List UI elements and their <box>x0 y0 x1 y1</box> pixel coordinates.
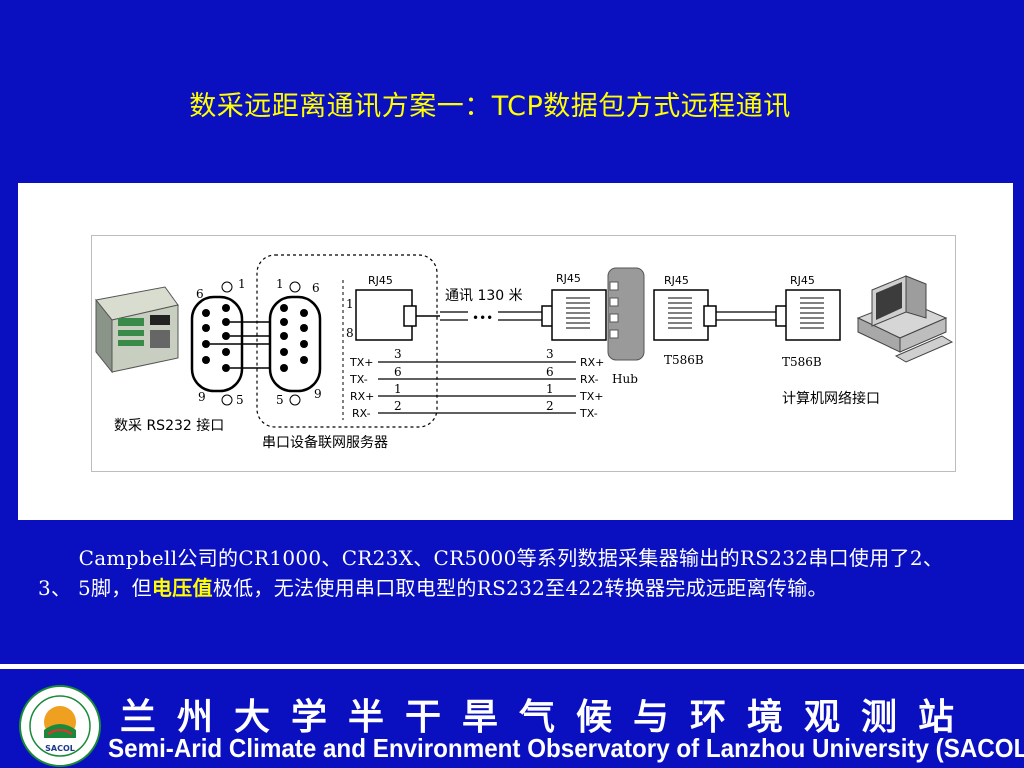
pin-label-5: 5 <box>236 393 244 407</box>
pin-label-5: 5 <box>276 393 284 407</box>
pin-label-6: 6 <box>312 281 320 295</box>
rj45-plug-4 <box>775 289 841 341</box>
wire-number: 1 <box>394 382 402 396</box>
footer <box>0 669 1024 768</box>
description-paragraph: Campbell公司的CR1000、CR23X、CR5000等系列数据采集器输出… <box>38 543 948 603</box>
signal-label-tx-plus: TX+ <box>579 390 603 403</box>
signal-label-rx-minus: RX- <box>580 373 599 386</box>
signal-label-rx-plus: RX+ <box>350 390 374 403</box>
sacol-logo-icon: SACOL <box>19 685 101 767</box>
network-cable-2 <box>716 311 778 321</box>
rj45-pin-8: 8 <box>346 326 354 340</box>
description-part-2: 极低，无法使用串口取电型的RS232至422转换器完成远距离传输。 <box>212 576 828 600</box>
rj45-label: RJ45 <box>664 274 689 287</box>
wire-number: 3 <box>394 347 402 361</box>
footer-english-name: Semi-Arid Climate and Environment Observ… <box>108 733 1024 763</box>
hub-label: Hub <box>612 372 638 386</box>
t586b-label: T586B <box>782 355 822 369</box>
datalogger-icon <box>95 286 179 374</box>
voltage-highlight: 电压值 <box>151 576 213 600</box>
description-part-1: Campbell公司的CR1000、CR23X、CR5000等系列数据采集器输出… <box>38 546 944 600</box>
signal-wires <box>378 361 576 414</box>
computer-icon <box>856 275 954 363</box>
signal-label-rx-plus: RX+ <box>580 356 604 369</box>
rj45-plug-3 <box>653 289 717 341</box>
signal-label-rx-minus: RX- <box>352 407 371 420</box>
rj45-label: RJ45 <box>368 274 393 287</box>
rj45-plug-2 <box>541 289 607 341</box>
db9-connector-right <box>268 281 322 406</box>
hub-icon <box>607 267 645 361</box>
slide-title: 数采远距离通讯方案一：TCP数据包方式远程通讯 <box>189 91 791 122</box>
wire-number: 2 <box>394 399 402 413</box>
footer-divider <box>0 664 1024 669</box>
datalogger-label: 数采 RS232 接口 <box>114 417 224 434</box>
wire-number: 6 <box>394 365 402 379</box>
signal-label-tx-plus: TX+ <box>349 356 373 369</box>
footer-chinese-name: 兰州大学半干旱气候与环境观测站 <box>120 696 976 738</box>
signal-label-tx-minus: TX- <box>579 407 598 420</box>
wire-number: 3 <box>546 347 554 361</box>
signal-label-tx-minus: TX- <box>349 373 368 386</box>
pin-label-9: 9 <box>314 387 322 401</box>
rj45-plug-1 <box>355 289 440 341</box>
logo-text: SACOL <box>45 744 75 753</box>
distance-label: 通讯 130 米 <box>445 288 523 304</box>
rj45-label: RJ45 <box>790 274 815 287</box>
pin-label-1: 1 <box>238 277 246 291</box>
t586b-label: T586B <box>664 353 704 367</box>
network-cable <box>440 311 542 321</box>
pin-label-9: 9 <box>198 390 206 404</box>
computer-label: 计算机网络接口 <box>782 390 880 407</box>
server-box <box>256 254 438 428</box>
pin-label-1: 1 <box>276 277 284 291</box>
pin-label-6: 6 <box>196 287 204 301</box>
wire-number: 6 <box>546 365 554 379</box>
wire-number: 2 <box>546 399 554 413</box>
wire-number: 1 <box>546 382 554 396</box>
rj45-label: RJ45 <box>556 272 581 285</box>
rj45-pin-1: 1 <box>346 297 354 311</box>
cable-dots: ••• <box>472 311 493 325</box>
server-label: 串口设备联网服务器 <box>262 434 388 451</box>
